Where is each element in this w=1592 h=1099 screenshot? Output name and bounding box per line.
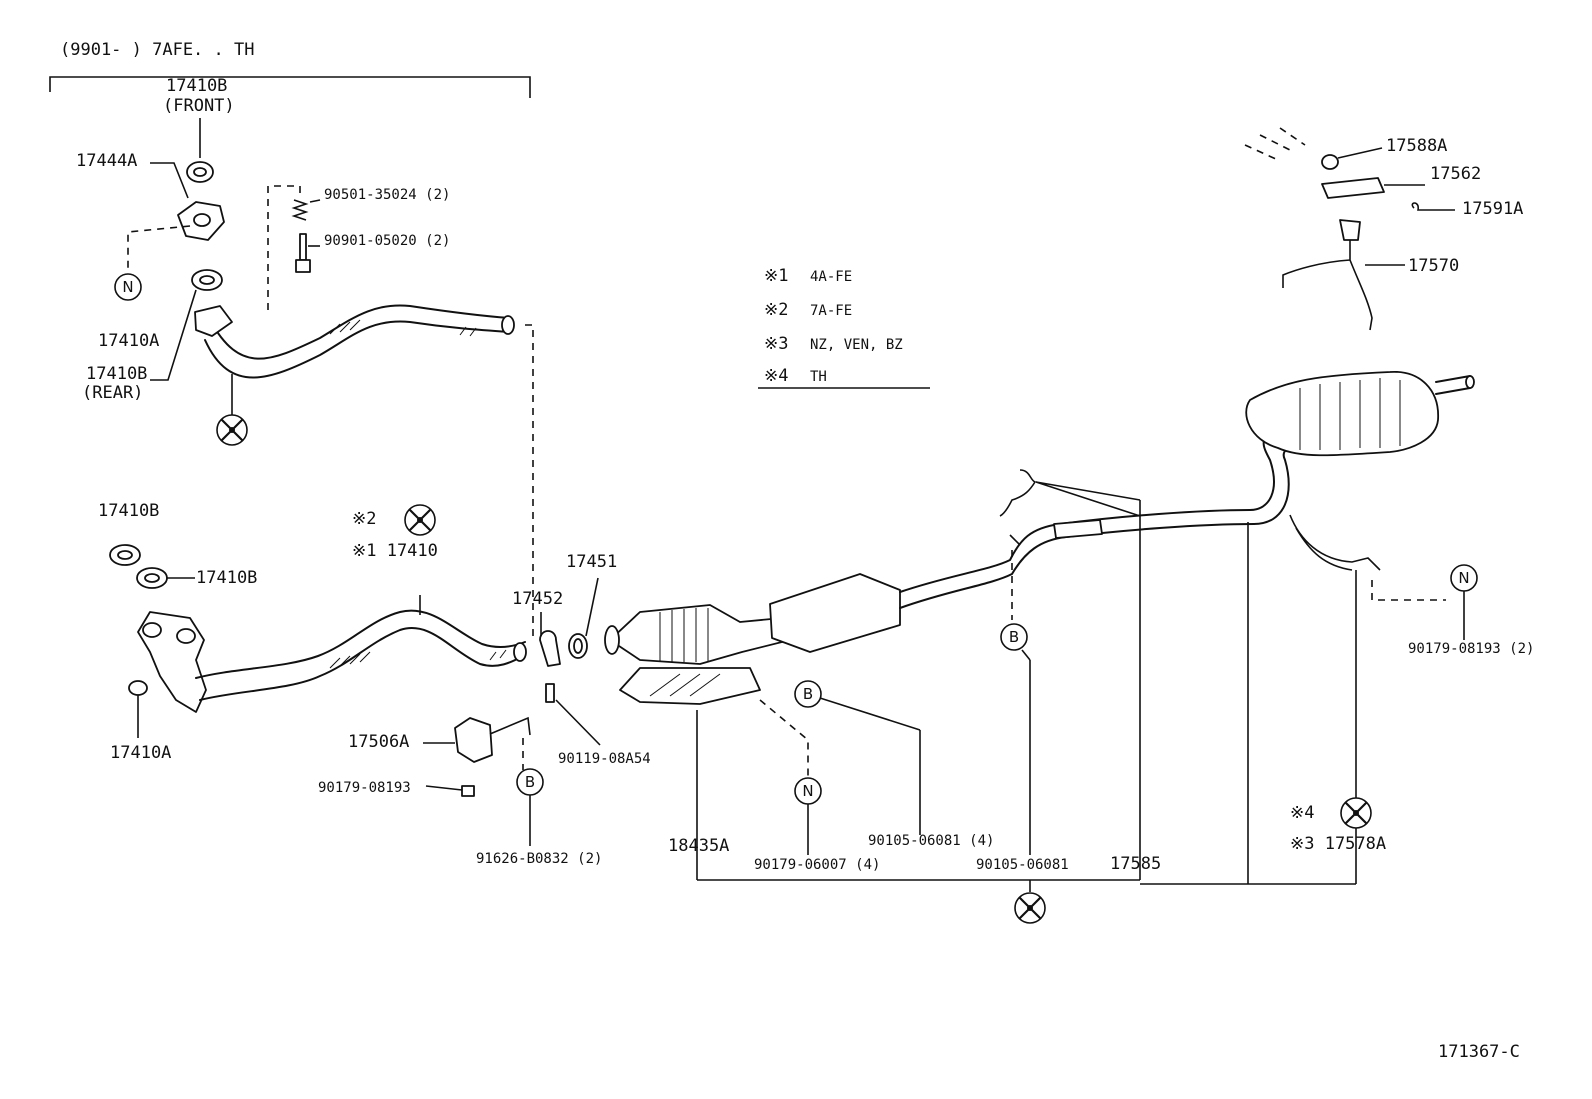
label-17410B-b: 17410B bbox=[196, 568, 258, 588]
label-17570: 17570 bbox=[1408, 256, 1460, 276]
catalytic-converter bbox=[609, 604, 791, 665]
hanger-bracket bbox=[1339, 219, 1361, 241]
legend-mark-4: ※4 bbox=[764, 366, 789, 386]
legend-mark-1: ※1 bbox=[764, 266, 789, 286]
label-17562: 17562 bbox=[1430, 164, 1482, 184]
legend-mark-2: ※2 bbox=[764, 300, 789, 320]
front-exhaust-pipe bbox=[204, 320, 511, 379]
label-17578A: ※3 17578A bbox=[1290, 834, 1387, 854]
label-17410B-a: 17410B bbox=[98, 501, 160, 521]
b-marker-left: B bbox=[516, 768, 544, 796]
label-91626-B0832: 91626-B0832 (2) bbox=[476, 851, 603, 867]
label-90179-06007: 90179-06007 (4) bbox=[754, 857, 881, 873]
svg-text:B: B bbox=[525, 773, 535, 791]
label-17410B-front: 17410B bbox=[166, 76, 228, 96]
legend-text-4: TH bbox=[810, 369, 827, 385]
legend-text-1: 4A-FE bbox=[810, 269, 853, 285]
diagram-code: 171367-C bbox=[1438, 1042, 1520, 1062]
label-17452: 17452 bbox=[512, 589, 564, 609]
label-17410A-top: 17410A bbox=[98, 331, 160, 351]
hanger-block bbox=[1321, 177, 1385, 199]
svg-text:N: N bbox=[122, 278, 133, 296]
bracket bbox=[454, 717, 493, 763]
label-17410B-rear-note: (REAR) bbox=[82, 383, 144, 403]
label-17444A: 17444A bbox=[76, 151, 138, 171]
label-90179-08193-left: 90179-08193 bbox=[318, 780, 411, 796]
legend-text-3: NZ, VEN, BZ bbox=[810, 337, 903, 353]
crossed-circle-3 bbox=[1014, 892, 1046, 924]
rubber-stopper bbox=[1321, 154, 1339, 170]
nut bbox=[461, 785, 475, 797]
b-marker-right: B bbox=[1000, 623, 1028, 651]
label-17410: ※1 17410 bbox=[352, 541, 438, 561]
clamp-bolt bbox=[545, 683, 555, 703]
legend-text-2: 7A-FE bbox=[810, 303, 853, 319]
center-pipe bbox=[899, 431, 1281, 593]
label-mark-4: ※4 bbox=[1290, 803, 1315, 823]
muffler-band bbox=[1289, 514, 1381, 571]
main-muffler bbox=[1245, 371, 1439, 457]
label-90501-35024: 90501-35024 (2) bbox=[324, 187, 451, 203]
b-marker-center: B bbox=[794, 680, 822, 708]
svg-text:N: N bbox=[1458, 569, 1469, 587]
label-90119-08A54: 90119-08A54 bbox=[558, 751, 651, 767]
crossed-circle-2 bbox=[404, 504, 436, 536]
label-17591A: 17591A bbox=[1462, 199, 1524, 219]
legend-mark-3: ※3 bbox=[764, 334, 789, 354]
header-bracket bbox=[49, 76, 531, 98]
clamp bbox=[539, 630, 561, 667]
label-17451: 17451 bbox=[566, 552, 618, 572]
sensor-wire bbox=[999, 469, 1037, 517]
bolt bbox=[299, 233, 307, 261]
label-mark-2: ※2 bbox=[352, 509, 377, 529]
header-range: (9901- ) 7AFE. . TH bbox=[60, 40, 255, 60]
n-marker-right: N bbox=[1450, 564, 1478, 592]
label-18435A: 18435A bbox=[668, 836, 730, 856]
heat-shield bbox=[619, 667, 761, 705]
clip bbox=[1411, 202, 1455, 211]
label-17585: 17585 bbox=[1110, 854, 1162, 874]
crossed-circle-1 bbox=[216, 414, 248, 446]
crossed-circle-4 bbox=[1340, 797, 1372, 829]
label-17588A: 17588A bbox=[1386, 136, 1448, 156]
label-90105-06081: 90105-06081 bbox=[976, 857, 1069, 873]
label-17410A-bottom: 17410A bbox=[110, 743, 172, 763]
label-17410B-rear: 17410B bbox=[86, 364, 148, 384]
gasket-3 bbox=[128, 680, 148, 696]
bottom-bracket bbox=[697, 879, 1356, 892]
svg-text:N: N bbox=[802, 782, 813, 800]
label-17410B-front-note: (FRONT) bbox=[163, 96, 235, 116]
label-90901-05020: 90901-05020 (2) bbox=[324, 233, 451, 249]
label-17506A: 17506A bbox=[348, 732, 410, 752]
svg-text:B: B bbox=[1009, 628, 1019, 646]
main-exhaust-pipe bbox=[199, 627, 526, 701]
label-90105-06081-4: 90105-06081 (4) bbox=[868, 833, 995, 849]
middle-muffler bbox=[769, 573, 901, 653]
label-90179-08193-right: 90179-08193 (2) bbox=[1408, 641, 1535, 657]
spring bbox=[291, 199, 309, 221]
n-marker-left: N bbox=[114, 273, 142, 301]
n-marker-center: N bbox=[794, 777, 822, 805]
svg-text:B: B bbox=[803, 685, 813, 703]
